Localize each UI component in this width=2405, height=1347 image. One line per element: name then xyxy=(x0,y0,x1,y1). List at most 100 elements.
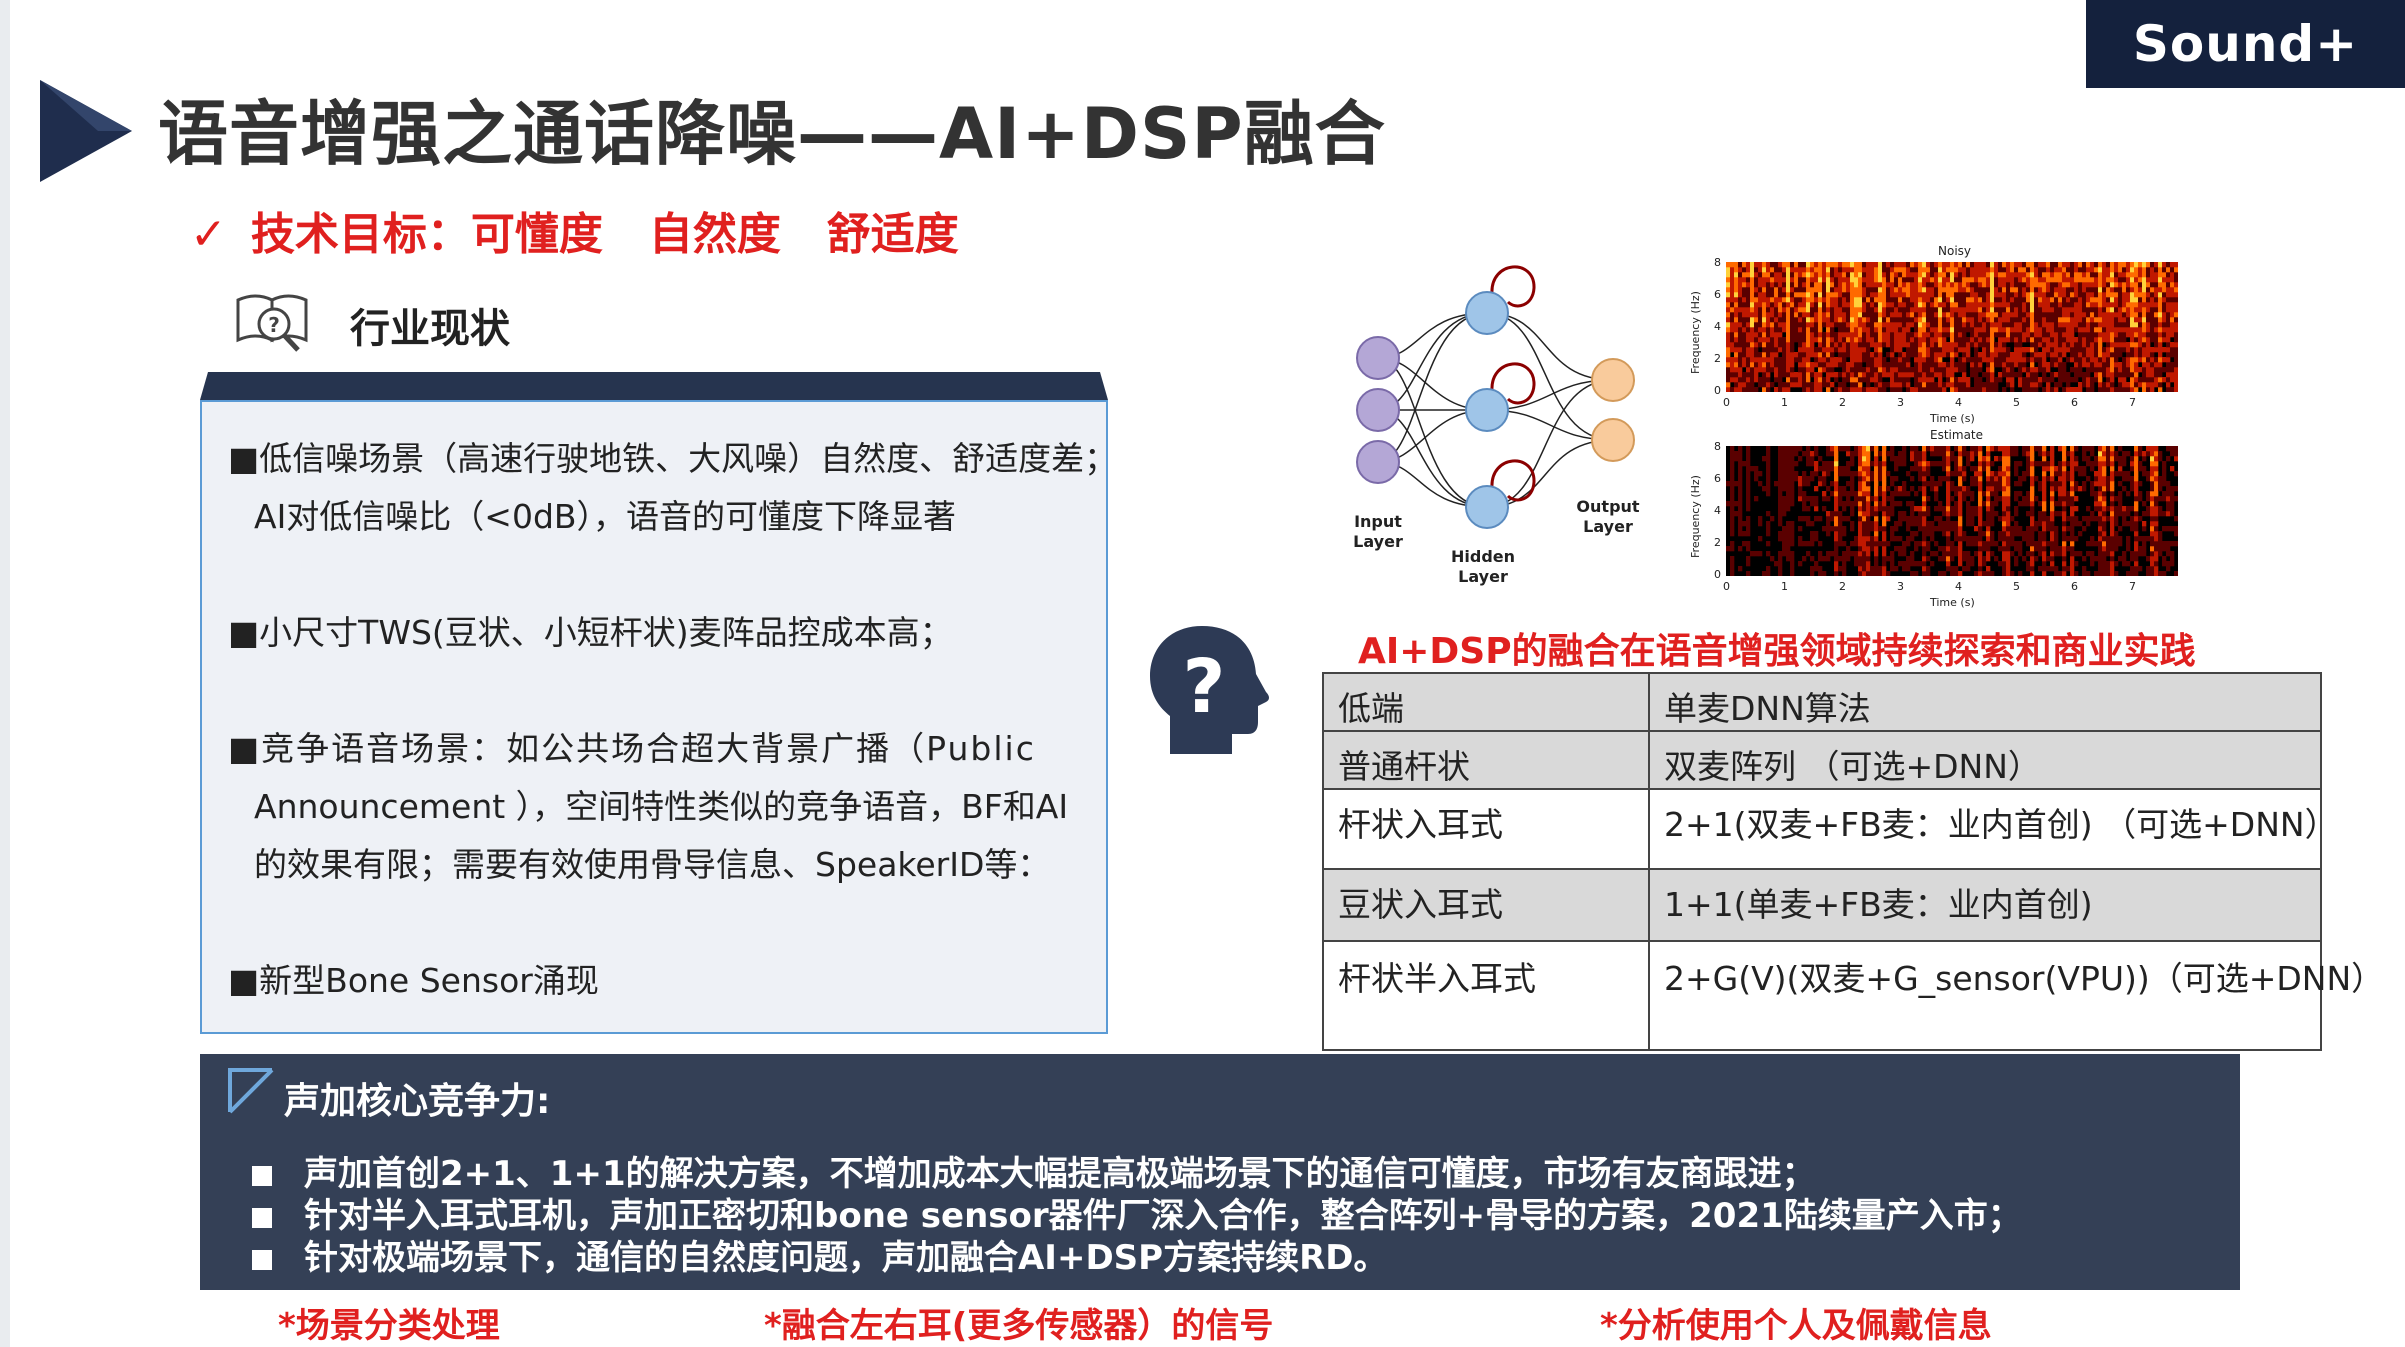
core-item-text: 针对半入耳式耳机，声加正密切和bone sensor器件厂深入合作，整合阵列+骨… xyxy=(304,1196,2022,1236)
x-tick-label: 5 xyxy=(2013,580,2020,593)
tech-goal-text: 技术目标：可懂度 自然度 舒适度 xyxy=(250,209,959,260)
recurrent-loops xyxy=(1490,265,1536,502)
solution-cell: 单麦DNN算法 xyxy=(1648,672,2322,732)
table-row: 低端 单麦DNN算法 xyxy=(1322,672,2322,732)
core-item-text: 声加首创2+1、1+1的解决方案，不增加成本大幅提高极端场景下的通信可懂度，市场… xyxy=(304,1154,1816,1194)
solution-cell: 2+G(V)(双麦+G_sensor(VPU))（可选+DNN） xyxy=(1648,940,2384,1051)
footnote-personal-wear-info: *分析使用个人及佩戴信息 xyxy=(1600,1306,1992,1346)
output-layer-label: Layer xyxy=(1583,517,1633,536)
table-row: 普通杆状 双麦阵列 （可选+DNN） xyxy=(1322,730,2322,790)
x-tick-label: 0 xyxy=(1723,580,1730,593)
industry-status-title: 行业现状 xyxy=(350,306,510,352)
hidden-layer-label: Hidden xyxy=(1451,547,1515,566)
core-item: 针对半入耳式耳机，声加正密切和bone sensor器件厂深入合作，整合阵列+骨… xyxy=(252,1188,2022,1237)
spectrogram-ylabel: Frequency (Hz) xyxy=(1688,475,1702,558)
spectrogram-image xyxy=(1726,262,2178,392)
svg-text:?: ? xyxy=(1183,644,1226,730)
table-row: 杆状半入耳式 2+G(V)(双麦+G_sensor(VPU))（可选+DNN） xyxy=(1322,940,2384,1051)
spectrogram-image xyxy=(1726,446,2178,576)
input-layer-label: Input xyxy=(1354,512,1402,531)
bullet-square-icon xyxy=(252,1165,272,1186)
x-tick-label: 4 xyxy=(1955,580,1962,593)
page-title: 语音增强之通话降噪——AI+DSP融合 xyxy=(158,93,1386,175)
bullet-square-icon xyxy=(252,1249,272,1270)
x-tick-label: 5 xyxy=(2013,396,2020,409)
status-line: 的效果有限；需要有效使用骨导信息、SpeakerID等： xyxy=(254,845,1051,884)
y-tick-label: 6 xyxy=(1714,472,1721,485)
status-line: Announcement ），空间特性类似的竞争语音，BF和AI xyxy=(254,787,1069,826)
spectrogram-title: Noisy xyxy=(1938,244,1972,258)
spectrogram-xlabel: Time (s) xyxy=(1930,596,1975,609)
y-tick-label: 8 xyxy=(1714,256,1721,269)
status-line: ■竞争语音场景：如公共场合超大背景广播（Public xyxy=(228,729,1036,768)
earphone-type-cell: 杆状半入耳式 xyxy=(1322,940,1650,1051)
left-panel-header-bar xyxy=(200,372,1108,400)
x-tick-label: 7 xyxy=(2129,396,2136,409)
x-tick-label: 6 xyxy=(2071,580,2078,593)
table-row: 豆状入耳式 1+1(单麦+FB麦：业内首创) xyxy=(1322,868,2322,942)
x-tick-label: 1 xyxy=(1781,580,1788,593)
y-tick-label: 0 xyxy=(1714,384,1721,397)
y-tick-label: 2 xyxy=(1714,352,1721,365)
earphone-type-cell: 杆状入耳式 xyxy=(1322,788,1650,870)
output-nodes xyxy=(1591,358,1635,462)
x-tick-label: 3 xyxy=(1897,580,1904,593)
corner-bracket-icon xyxy=(228,1068,274,1114)
core-title: 声加核心竞争力: xyxy=(284,1081,551,1122)
earphone-type-cell: 普通杆状 xyxy=(1322,730,1650,790)
y-tick-label: 0 xyxy=(1714,568,1721,581)
checkmark-icon: ✓ xyxy=(190,209,227,260)
spectrogram-title: Estimate xyxy=(1930,428,1984,442)
tech-goal-heading: ✓ 技术目标：可懂度 自然度 舒适度 xyxy=(190,198,959,262)
title-arrow-icon xyxy=(40,80,132,182)
industry-status-panel: ■低信噪场景（高速行驶地铁、大风噪）自然度、舒适度差； AI对低信噪比（<0dB… xyxy=(200,400,1117,1034)
x-tick-label: 2 xyxy=(1839,580,1846,593)
x-tick-label: 2 xyxy=(1839,396,1846,409)
core-item: 针对极端场景下，通信的自然度问题，声加融合AI+DSP方案持续RD。 xyxy=(252,1230,1387,1279)
core-item: 声加首创2+1、1+1的解决方案，不增加成本大幅提高极端场景下的通信可懂度，市场… xyxy=(252,1146,1816,1195)
y-tick-label: 4 xyxy=(1714,320,1721,333)
x-tick-label: 3 xyxy=(1897,396,1904,409)
y-tick-label: 6 xyxy=(1714,288,1721,301)
solution-cell: 2+1(双麦+FB麦：业内首创) （可选+DNN） xyxy=(1648,788,2338,870)
spectrogram-xlabel: Time (s) xyxy=(1930,412,1975,425)
x-tick-label: 1 xyxy=(1781,396,1788,409)
status-line: ■新型Bone Sensor涌现 xyxy=(228,961,599,1000)
status-line: ■低信噪场景（高速行驶地铁、大风噪）自然度、舒适度差； xyxy=(228,439,1118,478)
solution-cell: 1+1(单麦+FB麦：业内首创) xyxy=(1648,868,2322,942)
product-solution-table: 低端 单麦DNN算法 普通杆状 双麦阵列 （可选+DNN） 杆状入耳式 2+1(… xyxy=(1322,672,2384,1051)
x-tick-label: 6 xyxy=(2071,396,2078,409)
fusion-title: AI+DSP的融合在语音增强领域持续探索和商业实践 xyxy=(1358,631,2196,672)
y-tick-label: 4 xyxy=(1714,504,1721,517)
y-tick-label: 2 xyxy=(1714,536,1721,549)
input-nodes xyxy=(1356,336,1400,484)
earphone-type-cell: 低端 xyxy=(1322,672,1650,732)
earphone-type-cell: 豆状入耳式 xyxy=(1322,868,1650,942)
left-edge-strip xyxy=(0,0,10,1347)
footnote-scene-classification: *场景分类处理 xyxy=(278,1306,500,1346)
svg-text:?: ? xyxy=(268,313,280,337)
neural-network-diagram: Input Layer Hidden Layer Output Layer xyxy=(1353,265,1640,586)
x-tick-label: 7 xyxy=(2129,580,2136,593)
output-layer-label: Output xyxy=(1576,497,1639,516)
x-tick-label: 4 xyxy=(1955,396,1962,409)
bullet-square-icon xyxy=(252,1207,272,1228)
y-tick-label: 8 xyxy=(1714,440,1721,453)
input-layer-label: Layer xyxy=(1353,532,1403,551)
hidden-layer-label: Layer xyxy=(1458,567,1508,586)
solution-cell: 双麦阵列 （可选+DNN） xyxy=(1648,730,2322,790)
status-line: ■小尺寸TWS(豆状、小短杆状)麦阵品控成本高； xyxy=(228,613,953,652)
core-competitiveness-panel: 声加核心竞争力: 声加首创2+1、1+1的解决方案，不增加成本大幅提高极端场景下… xyxy=(200,1054,2240,1290)
footnote-fuse-left-right-ears: *融合左右耳(更多传感器）的信号 xyxy=(764,1306,1274,1346)
book-magnifier-question-icon: ? xyxy=(236,294,308,352)
spectrogram-ylabel: Frequency (Hz) xyxy=(1688,291,1702,374)
hidden-nodes xyxy=(1465,291,1509,529)
noisy-spectrogram: Noisy Frequency (Hz) Time (s) 0 1 2 3 4 5 6 7 0… xyxy=(1688,240,2190,430)
x-tick-label: 0 xyxy=(1723,396,1730,409)
sound-plus-logo: Sound+ xyxy=(2086,0,2405,88)
table-row: 杆状入耳式 2+1(双麦+FB麦：业内首创) （可选+DNN） xyxy=(1322,788,2338,870)
estimate-spectrogram: Estimate Frequency (Hz) Time (s) 0 1 2 3 4 5 6… xyxy=(1688,424,2190,614)
status-line: AI对低信噪比（<0dB），语音的可懂度下降显著 xyxy=(254,497,957,536)
head-question-icon: ? xyxy=(1150,626,1269,754)
core-item-text: 针对极端场景下，通信的自然度问题，声加融合AI+DSP方案持续RD。 xyxy=(304,1238,1388,1278)
